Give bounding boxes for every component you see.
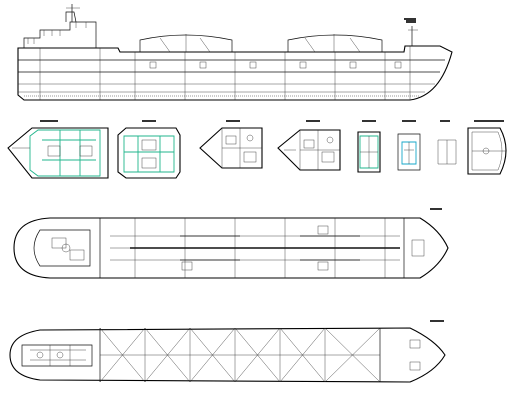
deck-plan-7 bbox=[437, 139, 457, 165]
deck-plan-5 bbox=[357, 131, 381, 173]
deck-plan-4 bbox=[277, 129, 341, 171]
deck-plan-6 bbox=[397, 133, 421, 171]
deck-plan-8 bbox=[467, 127, 507, 175]
deck-plans-row bbox=[7, 120, 507, 179]
deck-plan-3 bbox=[199, 127, 263, 169]
tank-top-plan bbox=[9, 320, 446, 383]
profile-view bbox=[17, 4, 453, 101]
main-deck-plan bbox=[13, 217, 449, 279]
deck-plan-2 bbox=[117, 127, 181, 179]
deck-plan-1 bbox=[7, 127, 109, 179]
